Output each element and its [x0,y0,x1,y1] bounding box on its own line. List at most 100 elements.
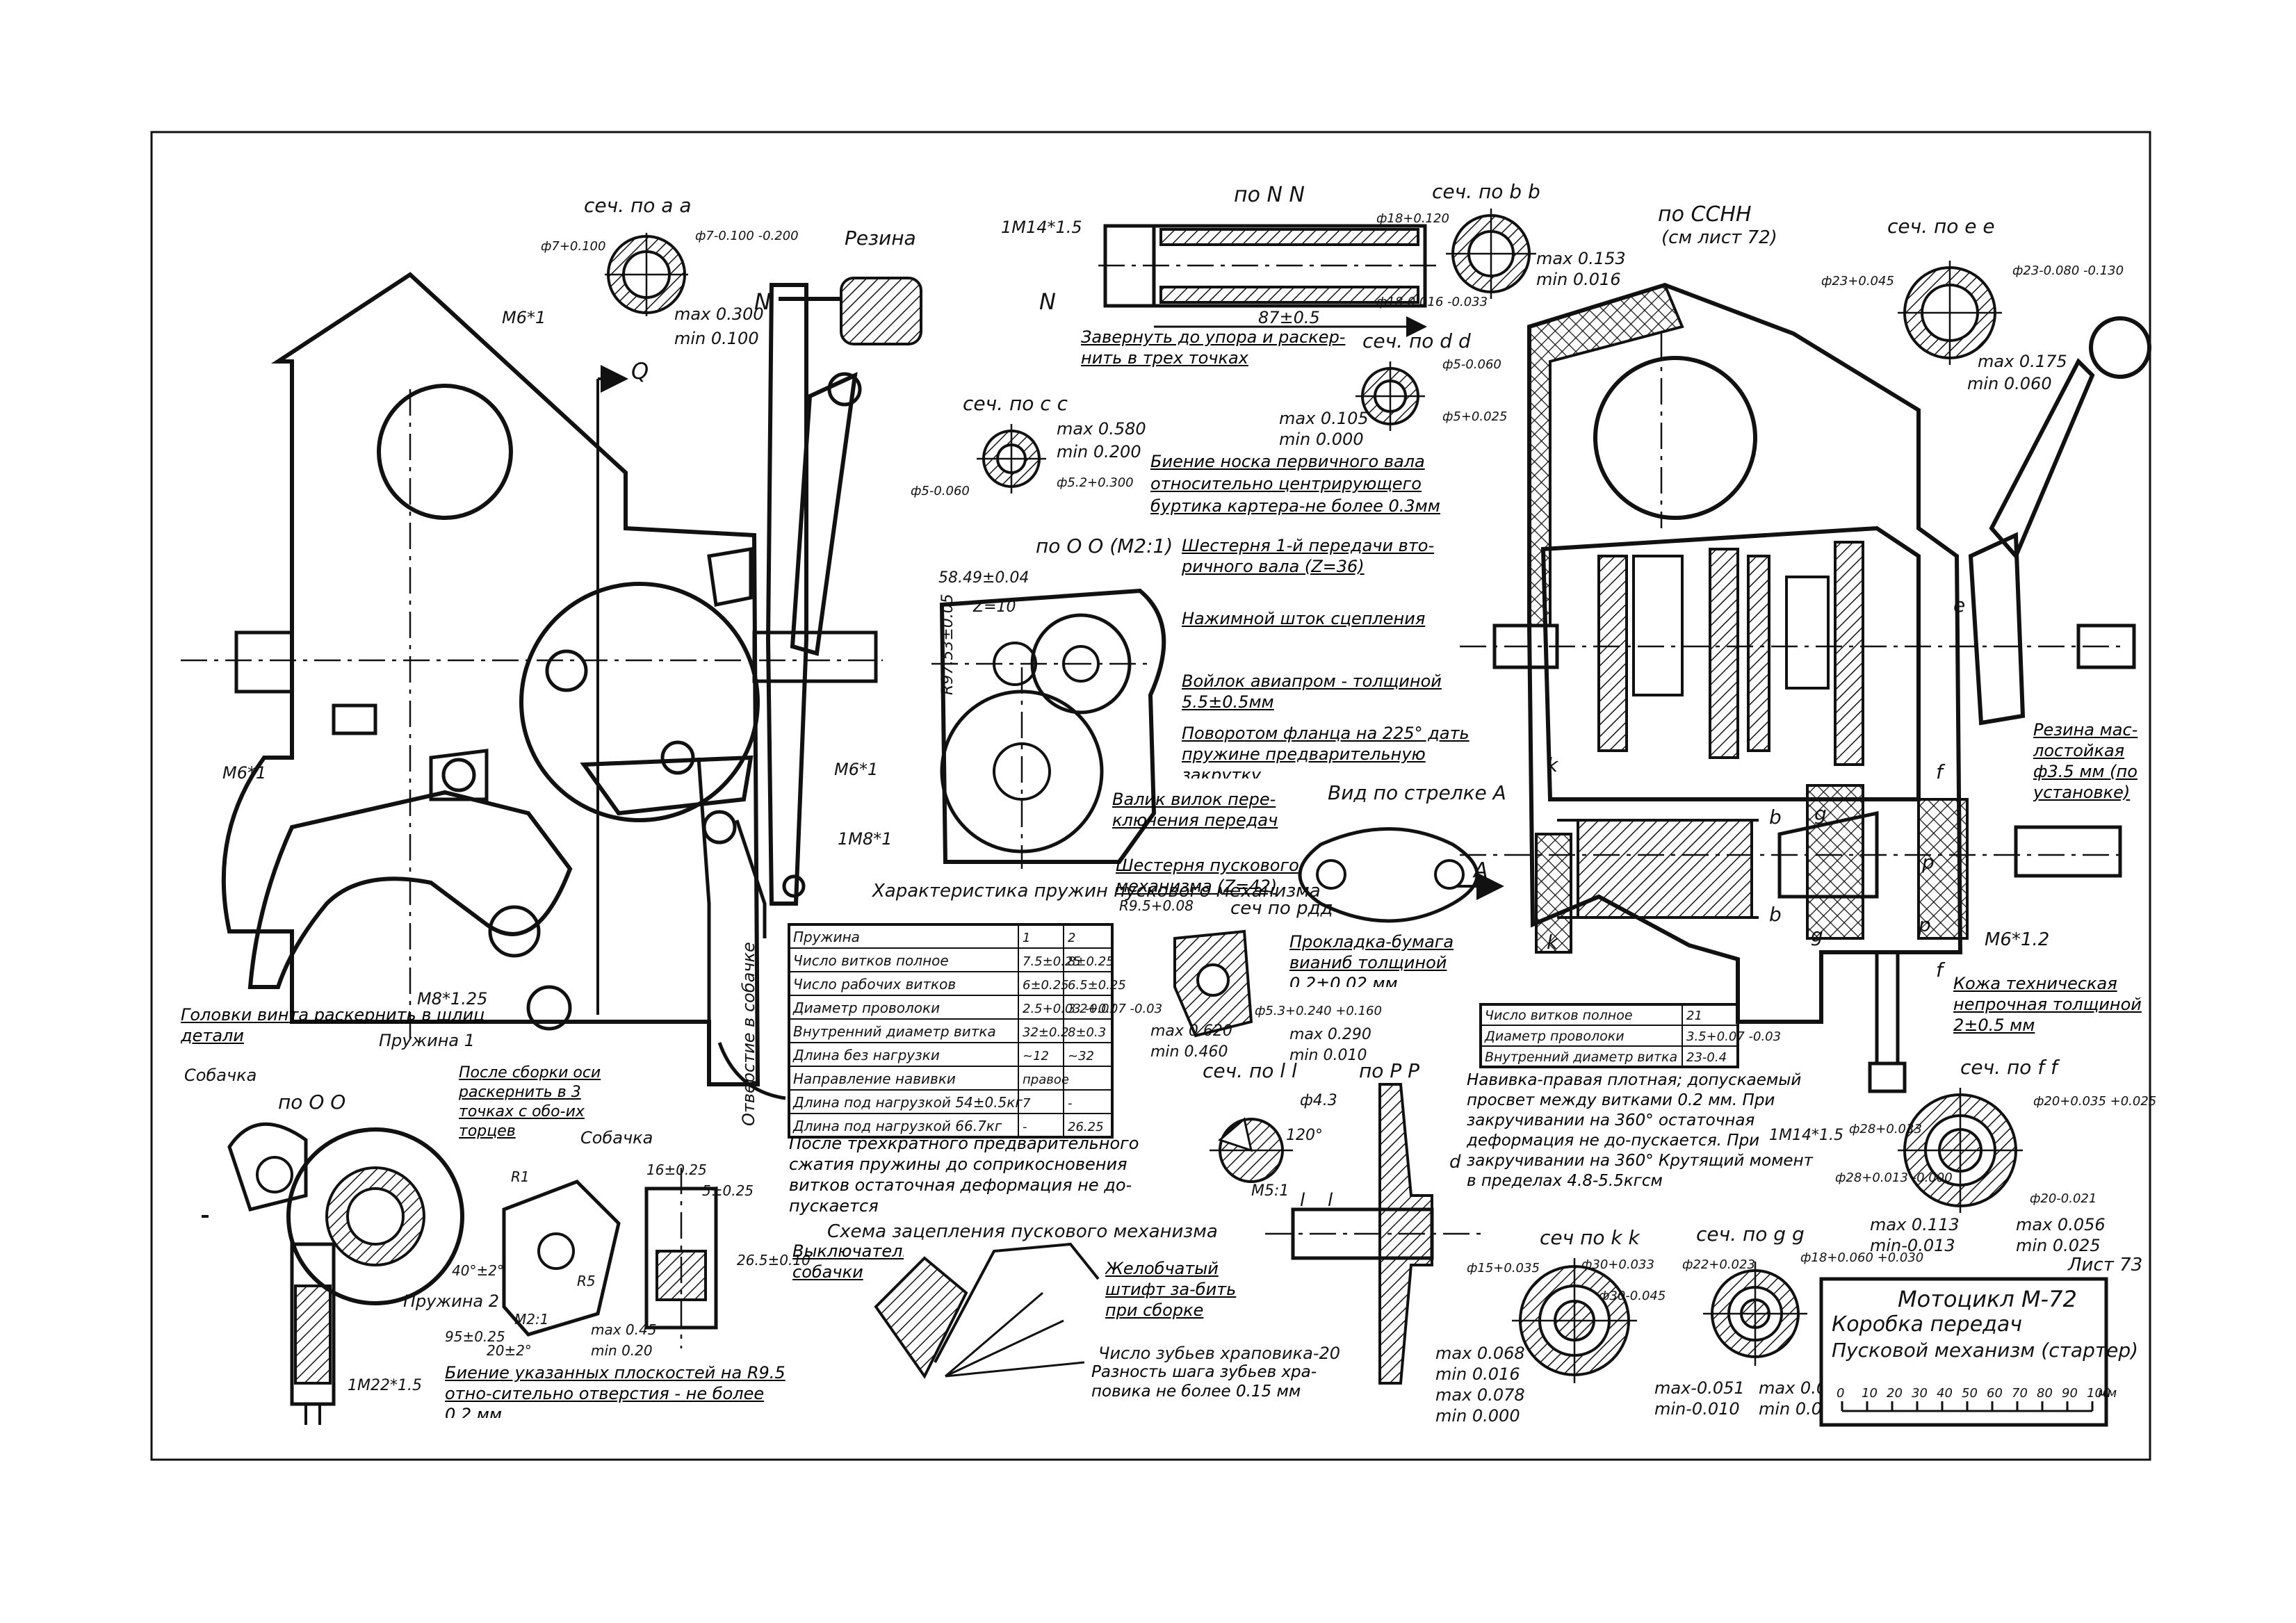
tol-ll-b: 120° [1286,1127,1323,1144]
thread-nn: 1М14*1.5 [1001,218,1082,237]
tol-kk-min2: min 0.000 [1435,1406,1520,1426]
section-rrdd [1173,929,1253,1038]
spring-table-header-cell: 1 [1023,931,1030,945]
tol-cc-max: max 0.580 [1057,419,1146,439]
callout-after-assembly: После сборки оси раскернить в 3 точках с… [459,1064,601,1140]
letter-l-2: l [1328,1190,1333,1211]
thread-m6-top: M6*1 [502,308,546,327]
dog-dim-label: 40°±2° [452,1262,504,1279]
tol-cc-min: min 0.200 [1057,442,1141,462]
label-section-ee: сеч. по е е [1887,215,1995,238]
spring-table2-cell: Внутренний диаметр витка [1485,1050,1677,1065]
callout-leather: Кожа техническая непрочная толщиной 2±0.… [1953,974,2142,1035]
scale-unit: мм [2098,1386,2117,1401]
dog-dim-label: min 0.20 [591,1342,653,1359]
label-section-oo: по О О (М2:1) [1036,535,1173,557]
spring-table-cell: ~12 [1023,1049,1049,1063]
callout-runout-primary: Биение носка первичного вала относительн… [1150,452,1440,516]
callout-spring2: Пружина 2 [403,1291,499,1311]
label-section-ff: сеч. по f f [1960,1056,2060,1079]
label-section-kk: сеч по k k [1540,1226,1641,1249]
spring-table-cell: 6±0.25 [1023,978,1069,993]
tol-ee-min: min 0.060 [1967,374,2052,393]
section-bb [1446,209,1536,299]
tol-dd-min: min 0.000 [1279,430,1364,449]
dog-dim-label: 20±2° [487,1342,532,1359]
callout-start-gear: Шестерня пускового механизма (Z=42) [1116,856,1299,896]
thread-m6-left: M6*1 [222,763,266,783]
letter-g-2: g [1811,924,1823,947]
label-section-nn: по N N [1234,183,1305,207]
tol-rr-b: ф5.3+0.240 +0.160 [1255,1004,1382,1018]
thread-m6-12: М6*1.2 [1985,929,2049,950]
section-ee [1898,261,2002,365]
spring-table-cell: Направление навивки [793,1070,956,1087]
spring-table-cell: правое [1023,1073,1069,1087]
letter-n-right: N [1039,288,1056,315]
letter-b-1: b [1769,806,1782,829]
dim-oo-3: Z=10 [972,598,1016,616]
dog-dim-label: 95±0.25 [445,1328,505,1345]
label-cchh-ref: (см лист 72) [1661,227,1777,248]
callout-felt: Войлок авиапром - толщиной 5.5±0.5мм [1182,671,1442,712]
spring-table-cell: Длина под нагрузкой 54±0.5кг [792,1094,1023,1111]
tol-ff-min2: min 0.025 [2016,1236,2101,1255]
callout-grooved-pin: Желобчатый штифт за-бить при сборке [1105,1259,1237,1320]
tol-bb-min: min 0.016 [1536,270,1621,289]
spring-table-cell: 26.25 [1068,1120,1104,1134]
tol-bb-bot: ф18-0.016 -0.033 [1376,295,1488,309]
tol-kk-a: ф30+0.033 [1581,1257,1654,1272]
tol-gg-a: ф22+0.023 [1682,1257,1755,1272]
callout-fork-shaft: Валик вилок пере-ключения передач [1112,790,1278,830]
callout-oil-rubber: Резина мас-лостойкая ф3.5 мм (по установ… [2033,720,2138,802]
spring-table-cell: 3.2+0.07 -0.03 [1068,1002,1162,1016]
letter-d: d [1449,1152,1461,1173]
spring-table2-frame [1479,1003,1739,1068]
tol-aa-max: max 0.300 [674,304,764,324]
tol-kk-c: ф15+0.035 [1467,1261,1540,1275]
tol-dd-max: max 0.105 [1279,409,1369,428]
tol-gg-min: min-0.010 [1654,1399,1740,1419]
tol-aa-min: min 0.100 [674,329,759,348]
callout-heads: Головки винта раскернить в шлиц детали [181,1005,485,1045]
scale-tick-label: 30 [1912,1386,1928,1401]
dog-dim-label: R5 [577,1273,596,1289]
label-section-bb: сеч. по b b [1432,180,1540,203]
callout-rubber: Резина [845,227,916,250]
spring-table-cell: Длина без нагрузки [792,1047,940,1063]
callout-gasket: Прокладка-бумага вианиб толщиной 0.2±0.0… [1289,932,1454,987]
spring-table-cell: - [1068,1096,1073,1111]
callout-spring1: Пружина 1 [379,1031,475,1050]
section-nn [1098,224,1439,337]
letter-a: A [1472,858,1488,883]
callout-flange: Поворотом фланца на 225° дать пружине пр… [1182,724,1469,778]
dim-oo-2: R97.53±0.05 [939,594,956,695]
scale-tick-label: 40 [1937,1386,1953,1401]
dog-detail [502,1168,718,1348]
spring-table2-cell: 3.5+0.07 -0.03 [1686,1029,1781,1044]
tol-ee-max: max 0.175 [1978,352,2067,371]
spring-table2-cell: Диаметр проволоки [1484,1029,1625,1044]
callout-wind-note: Навивка-правая плотная; допускаемый прос… [1467,1071,1814,1190]
label-section-oo-left: по О О [278,1091,345,1114]
thread-1m8: 1M8*1 [838,829,893,849]
label-section-pp: по Р Р [1359,1059,1419,1082]
callout-engage-scheme: Схема зацепления пускового механизма [827,1221,1218,1242]
tol-kk-b: ф30-0.045 [1599,1289,1666,1303]
dim-nn-length: 87±0.5 [1258,308,1320,327]
callout-switch-dog: Выключатель собачки [792,1241,904,1282]
scale-tick-label: 0 [1837,1386,1844,1401]
title-subunit: Пусковой механизм (стартер) [1832,1339,2138,1362]
tol-ll-a: ф4.3 [1300,1092,1337,1109]
spring-table-1: Характеристика пружин пускового механизм… [788,881,1321,1139]
scale-tick-label: 100 [2087,1386,2110,1401]
tol-rr-max2: max 0.290 [1289,1026,1371,1043]
scale-tick-label: 90 [2062,1386,2078,1401]
engage-scheme [874,1242,1100,1379]
spring-table-cell: Внутренний диаметр витка [793,1023,996,1040]
dog-dim-label: 5±0.25 [702,1182,754,1199]
label-section-aa: сеч. по а а [584,194,692,217]
spring-table-header-cell: Пружина [793,929,860,945]
label-section-ll: сеч. по l l [1203,1059,1297,1082]
dog-dim-label: 16±0.25 [646,1161,707,1178]
